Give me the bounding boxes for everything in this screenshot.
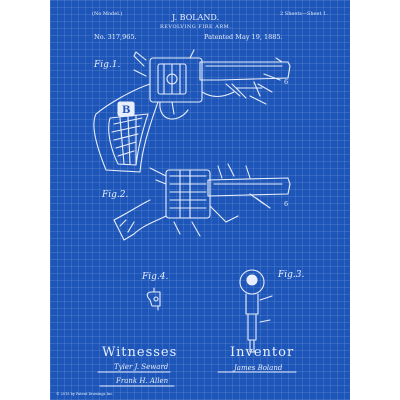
print-credit: © 2015 by Patent Drawings Inc.: [56, 392, 114, 396]
signature-lines: [97, 371, 297, 387]
revolver-side-view-drawing: B: [93, 49, 291, 173]
witness-1-signature: Tyler J. Seward: [114, 363, 169, 371]
patent-blueprint-poster: (No Model.) 2 Sheets—Sheet 1. J. BOLAND.…: [50, 0, 350, 400]
sheet-count: 2 Sheets—Sheet 1.: [280, 11, 328, 17]
inventor-signature: James Boland: [234, 364, 283, 372]
model-note: (No Model.): [92, 11, 123, 17]
patent-drawings: B: [93, 49, 297, 387]
revolver-cutaway-drawing: [113, 163, 291, 241]
figure-2-label: Fig.2.: [102, 190, 129, 200]
patent-number: No. 317,965.: [94, 33, 137, 41]
figure-1-label: Fig.1.: [94, 60, 121, 70]
svg-text:B: B: [122, 105, 130, 116]
witness-2-signature: Frank H. Allen: [116, 377, 169, 385]
inventor-name-title: J. BOLAND.: [172, 13, 220, 22]
figure-4-label: Fig.4.: [142, 272, 169, 282]
patent-date: Patented May 19, 1885.: [204, 33, 283, 41]
witnesses-heading: Witnesses: [102, 345, 178, 360]
figure-3-label: Fig.3.: [278, 270, 305, 280]
ref-numeral-6-mid: 6: [284, 200, 289, 208]
inventor-heading: Inventor: [230, 345, 295, 360]
cylinder-pin-drawing: [239, 269, 273, 353]
ref-numeral-6-top: 6: [284, 78, 289, 86]
patent-title: REVOLVING FIRE ARM.: [160, 24, 232, 30]
detail-part-drawing: [146, 287, 161, 311]
